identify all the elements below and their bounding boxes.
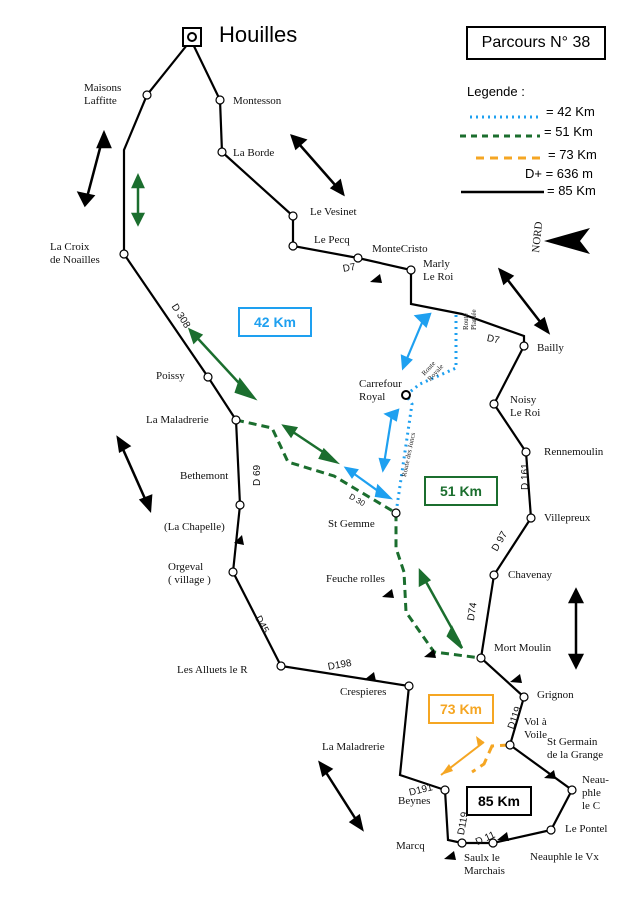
legend-85km-label: = 85 Km bbox=[547, 183, 596, 198]
place-st-germain-de-la-grange: St Germain de la Grange bbox=[547, 736, 604, 761]
legend-73km-label: = 73 Km bbox=[548, 147, 597, 162]
place-poissy: Poissy bbox=[156, 370, 185, 382]
legend-swatches bbox=[460, 115, 544, 194]
road-d69: D 69 bbox=[252, 464, 263, 486]
road-d161: D 161 bbox=[520, 463, 531, 490]
place-neauphle-le-vx: Neauphle le Vx bbox=[530, 851, 599, 863]
place-la-borde: La Borde bbox=[233, 147, 275, 159]
road-d7-east: D7 bbox=[485, 333, 501, 347]
place-crespieres: Crespieres bbox=[340, 686, 387, 698]
place-marcq: Marcq bbox=[396, 840, 425, 852]
orange-arrowhead-icon bbox=[441, 764, 453, 775]
place-le-vesinet: Le Vesinet bbox=[310, 206, 357, 218]
place-feuche-rolles: Feuche rolles bbox=[326, 573, 385, 585]
legend-elevation-label: D+ = 636 m bbox=[525, 166, 593, 181]
place-les-alluets-le-r: Les Alluets le R bbox=[177, 664, 248, 676]
road-route-plantee: Route Plantée bbox=[462, 309, 478, 330]
distance-box-42km: 42 Km bbox=[238, 307, 312, 337]
place-marly-le-roi: Marly Le Roi bbox=[423, 258, 454, 283]
route-42km-line bbox=[394, 315, 458, 514]
route-title-box: Parcours N° 38 bbox=[466, 26, 606, 60]
legend-heading: Legende : bbox=[467, 84, 525, 99]
road-d7-west: D7 bbox=[342, 261, 357, 275]
place-bailly: Bailly bbox=[537, 342, 564, 354]
place-mort-moulin: Mort Moulin bbox=[494, 642, 552, 654]
north-arrow-icon bbox=[544, 228, 590, 254]
place-le-pecq: Le Pecq bbox=[314, 234, 350, 246]
place-carrefour-royal: Carrefour Royal bbox=[359, 378, 402, 403]
place-beynes: Beynes bbox=[398, 795, 431, 807]
legend-42km-label: = 42 Km bbox=[546, 104, 595, 119]
place-chavenay: Chavenay bbox=[508, 569, 552, 581]
distance-box-85km: 85 Km bbox=[466, 786, 532, 816]
waypoint-markers bbox=[119, 90, 577, 848]
place-neauphle-le-c: Neau- phle le C bbox=[582, 774, 609, 812]
start-marker-icon bbox=[182, 27, 202, 47]
place-noisy-le-roi: Noisy Le Roi bbox=[510, 394, 541, 419]
place-orgeval: Orgeval ( village ) bbox=[168, 561, 211, 586]
climb-triangle-icons bbox=[234, 274, 556, 860]
orange-arrowtail-icon bbox=[476, 736, 484, 747]
place-rennemoulin: Rennemoulin bbox=[544, 446, 604, 458]
route-85km-line bbox=[122, 39, 574, 845]
place-grignon: Grignon bbox=[537, 689, 574, 701]
place-la-maladrerie-north: La Maladrerie bbox=[146, 414, 209, 426]
place-maisons-laffitte: Maisons Laffitte bbox=[84, 82, 122, 107]
direction-arrow-icons bbox=[76, 129, 585, 832]
place-montesson: Montesson bbox=[233, 95, 282, 107]
place-vol-a-voile: Vol à Voile bbox=[524, 716, 548, 741]
place-bethemont: Bethemont bbox=[180, 470, 229, 482]
place-la-croix-de-noailles: La Croix de Noailles bbox=[50, 241, 100, 266]
place-la-chapelle: (La Chapelle) bbox=[164, 521, 225, 533]
green-arrow-icons bbox=[130, 172, 464, 649]
route-51km-line bbox=[235, 418, 482, 660]
place-saulx-le-marchais: Saulx le Marchais bbox=[464, 852, 505, 877]
route-73km-line bbox=[471, 743, 511, 774]
legend-51km-label: = 51 Km bbox=[544, 124, 593, 139]
distance-box-73km: 73 Km bbox=[428, 694, 494, 724]
start-town-title: Houilles bbox=[219, 22, 298, 47]
place-st-gemme: St Gemme bbox=[328, 518, 375, 530]
place-le-pontel: Le Pontel bbox=[565, 823, 608, 835]
place-montecristo: MonteCristo bbox=[372, 243, 428, 255]
distance-box-51km: 51 Km bbox=[424, 476, 498, 506]
place-villepreux: Villepreux bbox=[544, 512, 591, 524]
place-la-maladrerie-south: La Maladrerie bbox=[322, 741, 385, 753]
blue-arrow-icons bbox=[343, 312, 432, 500]
